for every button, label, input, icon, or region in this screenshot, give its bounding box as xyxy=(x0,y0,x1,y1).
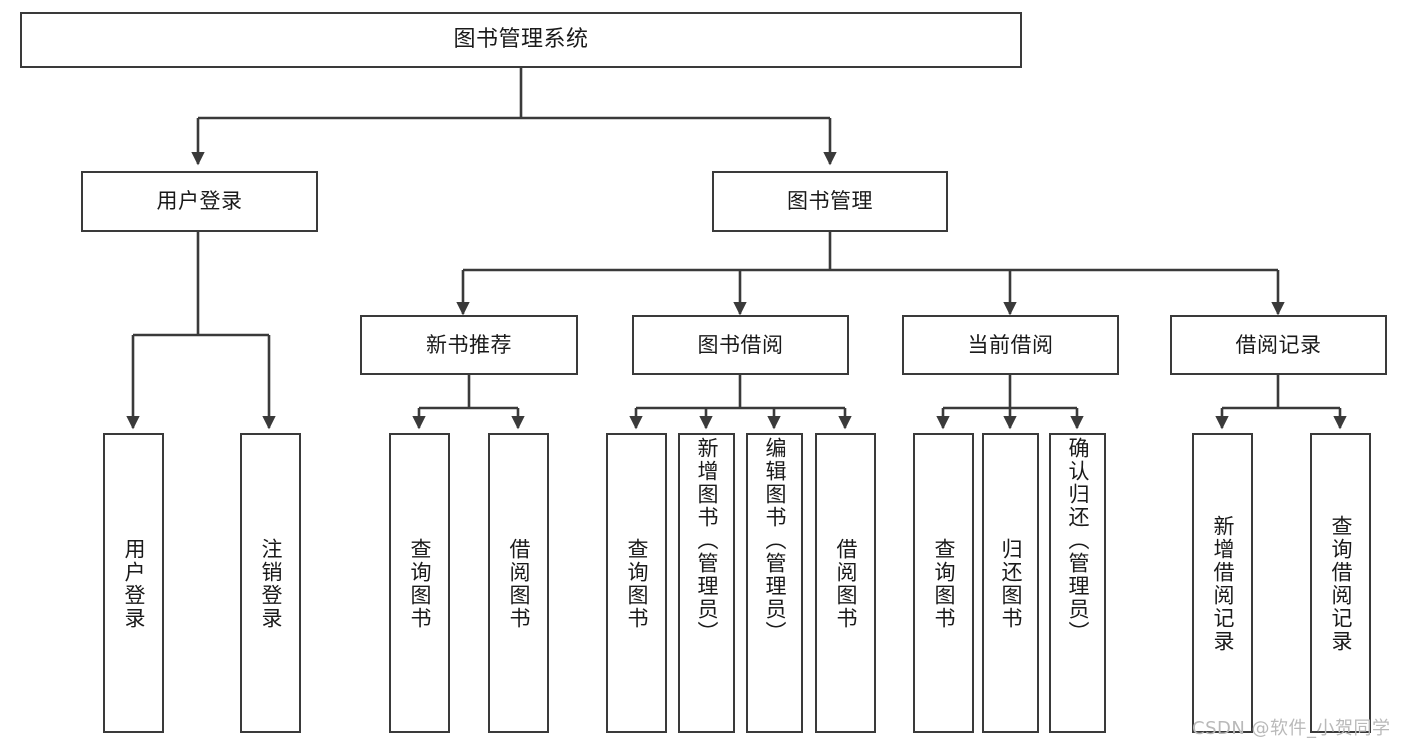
node-current-borrow-label: 当前借阅 xyxy=(967,332,1054,357)
node-root[interactable]: 图书管理系统 xyxy=(20,12,1022,68)
node-leaf-user-login-label: 用户登录 xyxy=(121,538,146,630)
node-leaf-query-book-2-label: 查询图书 xyxy=(624,538,649,630)
node-user-login[interactable]: 用户登录 xyxy=(81,171,318,232)
node-leaf-user-logout[interactable]: 注销登录 xyxy=(240,433,301,733)
node-leaf-query-record[interactable]: 查询借阅记录 xyxy=(1310,433,1371,733)
node-leaf-confirm-return-label: 确认归还（管理员） xyxy=(1065,437,1090,644)
node-leaf-user-login[interactable]: 用户登录 xyxy=(103,433,164,733)
node-new-book-recommend-label: 新书推荐 xyxy=(426,332,512,357)
node-leaf-add-record-label: 新增借阅记录 xyxy=(1210,515,1235,653)
node-leaf-confirm-return[interactable]: 确认归还（管理员） xyxy=(1049,433,1106,733)
node-leaf-return-book-label: 归还图书 xyxy=(998,538,1023,630)
node-book-manage-label: 图书管理 xyxy=(787,189,873,214)
node-leaf-query-book-2[interactable]: 查询图书 xyxy=(606,433,667,733)
node-book-borrow-label: 图书借阅 xyxy=(697,332,784,357)
node-user-login-label: 用户登录 xyxy=(156,189,243,214)
node-leaf-add-book[interactable]: 新增图书（管理员） xyxy=(678,433,735,733)
node-book-manage[interactable]: 图书管理 xyxy=(712,171,948,232)
node-leaf-add-record[interactable]: 新增借阅记录 xyxy=(1192,433,1253,733)
node-leaf-query-book-3[interactable]: 查询图书 xyxy=(913,433,974,733)
node-leaf-query-book-1[interactable]: 查询图书 xyxy=(389,433,450,733)
node-leaf-query-book-3-label: 查询图书 xyxy=(931,538,956,630)
node-book-borrow[interactable]: 图书借阅 xyxy=(632,315,849,375)
node-borrow-record-label: 借阅记录 xyxy=(1235,332,1322,357)
node-leaf-edit-book[interactable]: 编辑图书（管理员） xyxy=(746,433,803,733)
node-borrow-record[interactable]: 借阅记录 xyxy=(1170,315,1387,375)
node-leaf-user-logout-label: 注销登录 xyxy=(258,538,283,630)
node-leaf-borrow-book-1[interactable]: 借阅图书 xyxy=(488,433,549,733)
node-leaf-borrow-book-2[interactable]: 借阅图书 xyxy=(815,433,876,733)
node-current-borrow[interactable]: 当前借阅 xyxy=(902,315,1119,375)
node-leaf-borrow-book-1-label: 借阅图书 xyxy=(506,538,531,630)
node-leaf-edit-book-label: 编辑图书（管理员） xyxy=(762,437,787,644)
node-root-label: 图书管理系统 xyxy=(453,27,589,53)
node-new-book-recommend[interactable]: 新书推荐 xyxy=(360,315,578,375)
node-leaf-return-book[interactable]: 归还图书 xyxy=(982,433,1039,733)
node-leaf-query-book-1-label: 查询图书 xyxy=(407,538,432,630)
node-leaf-borrow-book-2-label: 借阅图书 xyxy=(833,538,858,630)
node-leaf-add-book-label: 新增图书（管理员） xyxy=(694,437,719,644)
node-leaf-query-record-label: 查询借阅记录 xyxy=(1328,515,1353,653)
